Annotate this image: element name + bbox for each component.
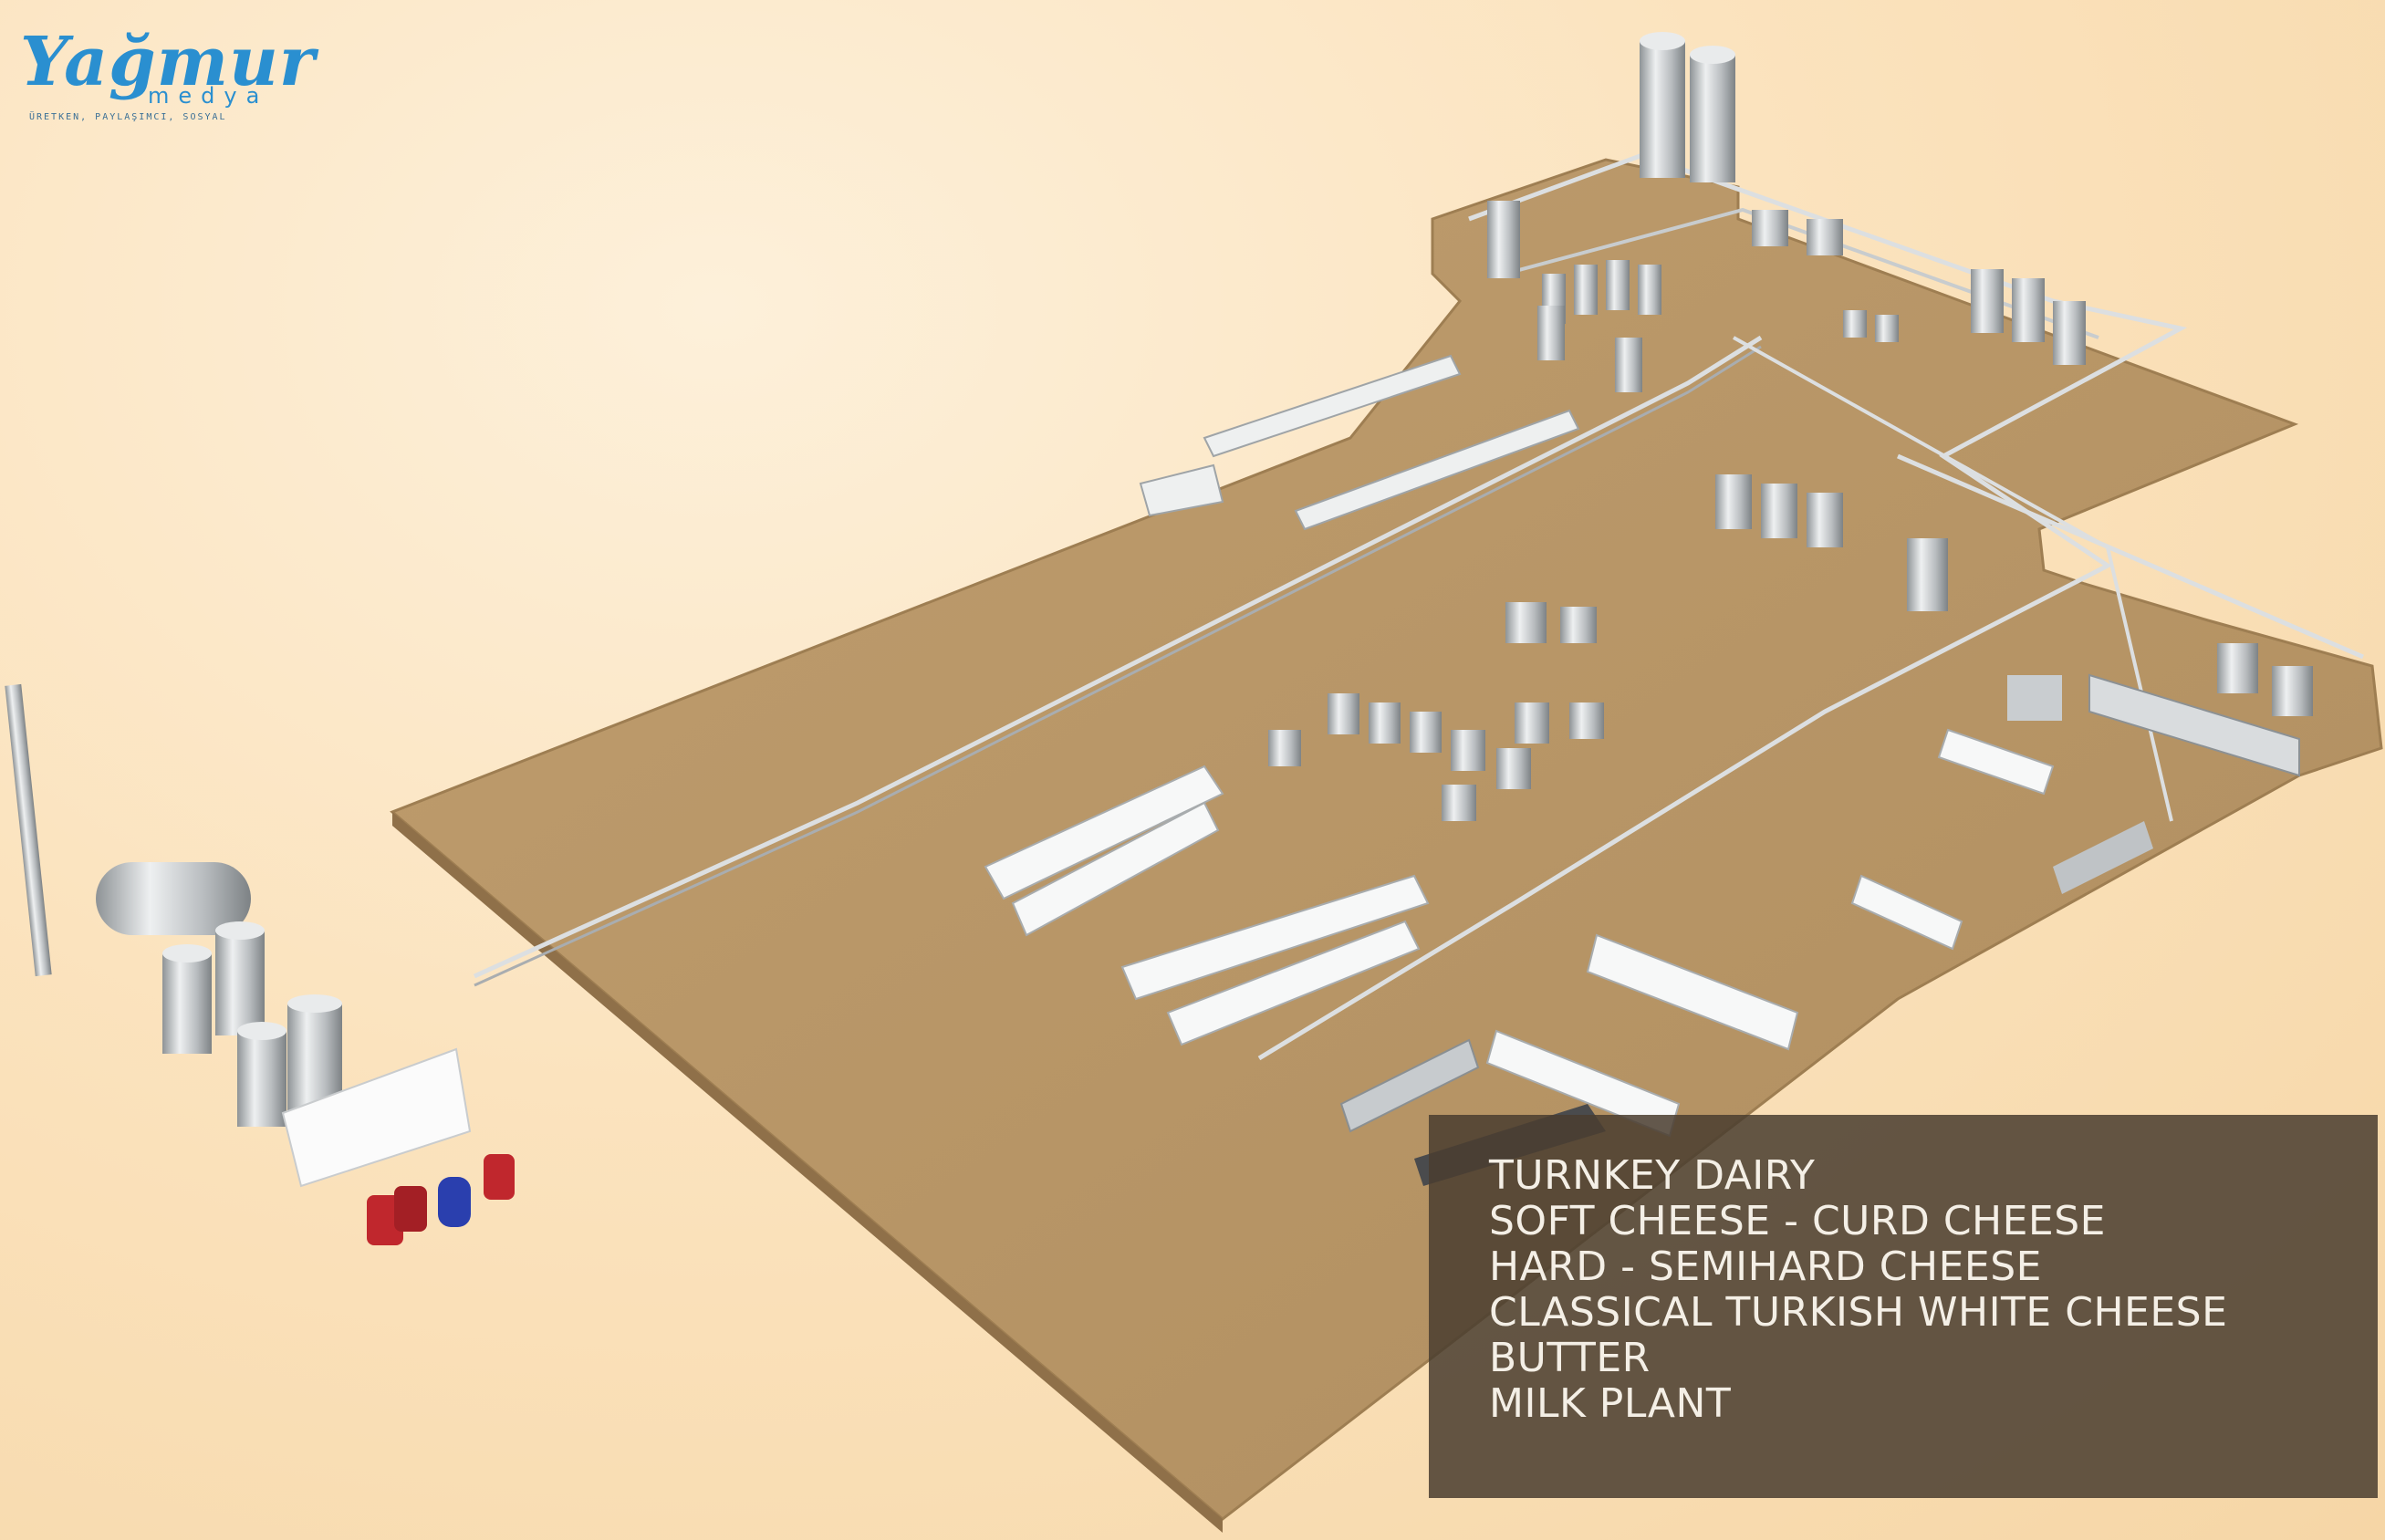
info-line-soft-cheese: SOFT CHEESE - CURD CHEESE: [1489, 1198, 2106, 1244]
factory-floor: [390, 158, 2383, 1533]
info-line-white-cheese: CLASSICAL TURKISH WHITE CHEESE: [1489, 1289, 2228, 1336]
brand-logo: Yağmur medya ÜRETKEN, PAYLAŞIMCI, SOSYAL: [20, 26, 315, 126]
logo-subtitle: medya: [148, 83, 269, 109]
logo-tagline: ÜRETKEN, PAYLAŞIMCI, SOSYAL: [29, 112, 227, 122]
butter-line: [2007, 643, 2313, 777]
pipe-rack: [473, 152, 2364, 1061]
central-process-area: [1268, 474, 1948, 821]
info-line-turnkey: TURNKEY DAIRY: [1489, 1152, 1816, 1199]
info-line-milk-plant: MILK PLANT: [1489, 1380, 1732, 1427]
product-info-panel: TURNKEY DAIRY SOFT CHEESE - CURD CHEESE …: [1429, 1115, 2378, 1498]
info-line-butter: BUTTER: [1489, 1335, 1651, 1381]
brine-tubs: [1139, 354, 1580, 531]
milk-silos: [1640, 32, 1735, 182]
logo-wordmark: Yağmur: [20, 23, 316, 101]
gas-cylinders: [367, 1154, 515, 1245]
boiler-house: [5, 683, 472, 1188]
cheese-racks: [984, 728, 2055, 1138]
process-tanks-north: [1487, 201, 2086, 392]
info-line-hard-cheese: HARD - SEMIHARD CHEESE: [1489, 1243, 2042, 1290]
